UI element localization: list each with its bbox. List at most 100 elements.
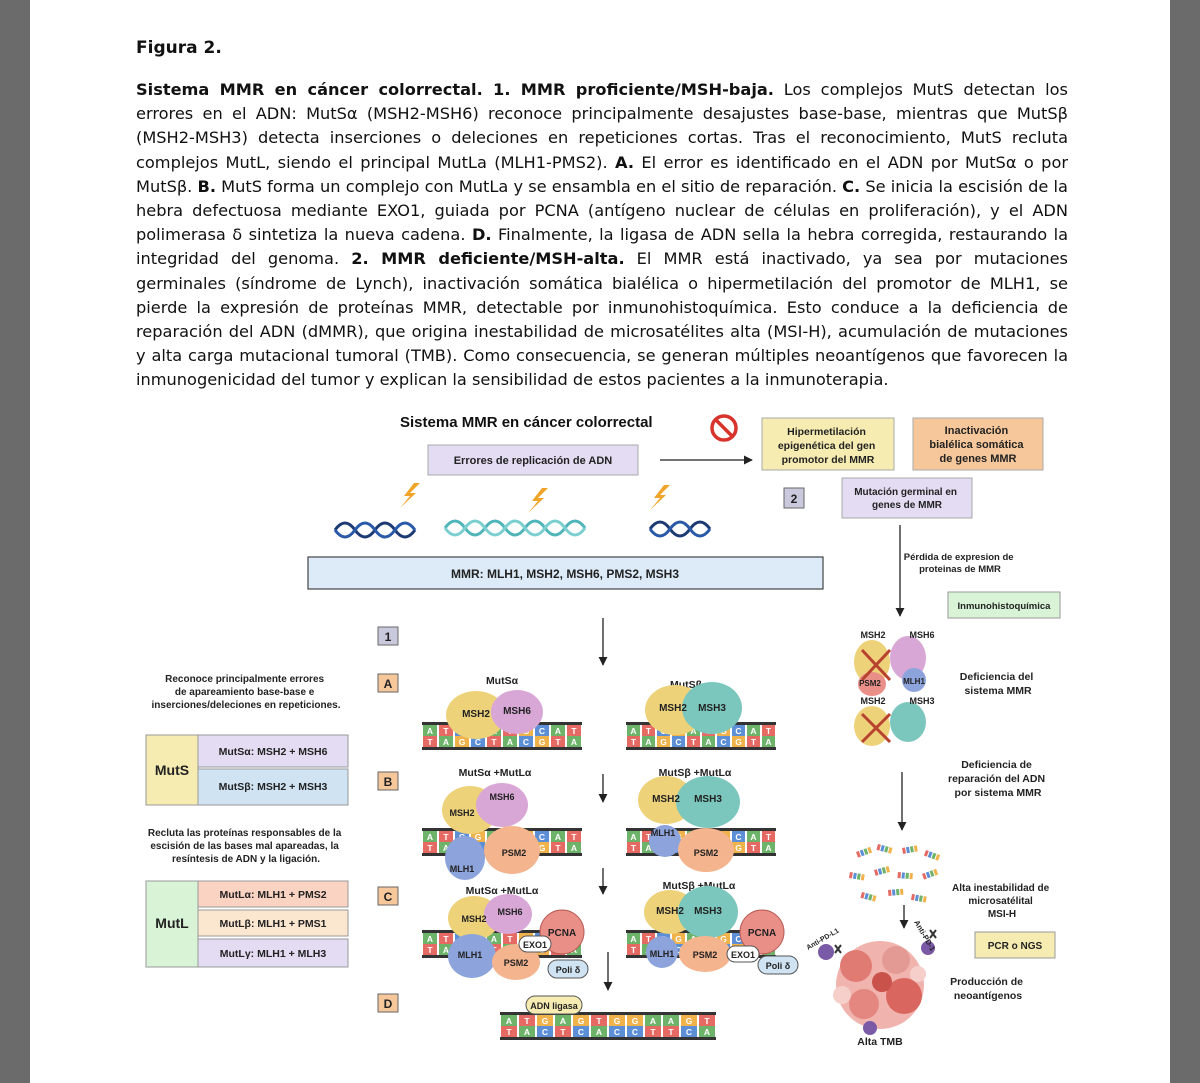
svg-text:MSH6: MSH6 <box>503 706 531 717</box>
svg-text:MSH2: MSH2 <box>462 709 490 720</box>
dna-base <box>551 736 565 747</box>
germline-label: Mutación germinal en genes de MMR <box>854 487 960 511</box>
dna-base <box>535 831 549 842</box>
dna-base <box>747 736 760 747</box>
dna-base <box>627 725 640 736</box>
dna-base <box>567 736 581 747</box>
dna-base-letter: A <box>650 1016 656 1026</box>
dna-base <box>591 1026 607 1037</box>
dna-base-letter: T <box>443 832 449 842</box>
dna-base <box>717 933 730 944</box>
svg-text:MSH3: MSH3 <box>694 794 722 805</box>
dna-helix-icon <box>333 519 712 539</box>
dna-base-letter: A <box>555 832 561 842</box>
mutl-label: MutL <box>155 915 189 931</box>
dna-base-letter: T <box>646 726 652 736</box>
svg-text:D: D <box>384 997 393 1011</box>
dna-base <box>519 1026 535 1037</box>
muts-description: Reconoce principalmente errores de apare… <box>152 674 341 711</box>
svg-text:MSH3: MSH3 <box>909 696 934 706</box>
dna-base <box>567 725 581 736</box>
dna-base-letter: T <box>631 945 637 955</box>
dna-base <box>455 736 469 747</box>
mutsb-item: MutSβ: MSH2 + MSH3 <box>219 781 328 793</box>
svg-text:MSH6: MSH6 <box>497 907 522 917</box>
dna-base-letter: A <box>524 1027 530 1037</box>
repair-complex-c-right: MSH2 MSH3 MLH1 PSM2 <box>644 886 738 972</box>
dna-base <box>551 831 565 842</box>
dna-base-letter: T <box>443 934 449 944</box>
dna-base-letter: G <box>542 1016 549 1026</box>
dna-base-letter: A <box>560 1016 566 1026</box>
dna-base <box>609 1015 625 1026</box>
dna-base <box>503 933 517 944</box>
figure-label: Figura 2. <box>136 38 222 58</box>
caption-run: Se inicia la escisión de la hebra defect… <box>136 176 1068 245</box>
dna-base <box>627 831 640 842</box>
dna-base <box>537 1015 553 1026</box>
dna-base-letter: G <box>539 843 546 853</box>
dna-base <box>535 736 549 747</box>
dna-base-letter: A <box>630 726 636 736</box>
dna-base <box>609 1026 625 1037</box>
dna-base <box>681 1015 697 1026</box>
dna-base <box>573 1026 589 1037</box>
dna-base <box>501 1026 517 1037</box>
svg-text:EXO1: EXO1 <box>731 950 755 960</box>
dna-base <box>747 725 760 736</box>
muts-label-box <box>145 734 199 806</box>
dna-base <box>537 1026 553 1037</box>
svg-text:MSH2: MSH2 <box>860 696 885 706</box>
dna-base <box>423 736 437 747</box>
svg-text:MSH2: MSH2 <box>656 906 684 917</box>
svg-text:MSH3: MSH3 <box>698 703 726 714</box>
dna-base <box>747 831 760 842</box>
dna-base <box>717 736 730 747</box>
mmr-deficiency-label: Deficiencia del sistema MMR <box>960 671 1036 697</box>
pcr-box <box>974 931 1056 959</box>
svg-text:PSM2: PSM2 <box>502 848 527 858</box>
tumor-cells-icon <box>818 929 937 1035</box>
svg-text:EXO1: EXO1 <box>523 940 547 950</box>
mutsb-complex-a: MSH2 MSH3 <box>645 682 742 735</box>
dna-base-letter: A <box>645 843 651 853</box>
dna-base-letter: T <box>691 737 697 747</box>
caption-run: D. <box>471 225 492 245</box>
dna-base-letter: G <box>660 737 667 747</box>
mutsa-mutla-complex-b: MSH6 MSH2 PSM2 MLH1 <box>442 783 540 880</box>
dna-base <box>627 944 640 955</box>
dna-base-letter: A <box>491 934 497 944</box>
dna-base-letter: A <box>427 832 433 842</box>
microsatellite-fragments-icon <box>848 844 941 903</box>
hypermethylation-box <box>761 417 895 471</box>
dna-base-letter: C <box>539 726 545 736</box>
biallelic-box <box>912 417 1044 471</box>
svg-text:MSH2: MSH2 <box>659 703 687 714</box>
dna-base <box>672 736 685 747</box>
mutsa-mutla-title-c: MutSα +MutLα <box>466 885 539 897</box>
dna-base-letter: T <box>427 843 433 853</box>
dna-base <box>503 736 517 747</box>
caption-run: 2. MMR deficiente/MSH-alta. <box>351 249 625 269</box>
dna-base <box>551 842 565 853</box>
dna-base-letter: T <box>596 1016 602 1026</box>
pcna-exo-pol-right: PCNA EXO1 Poli δ <box>726 909 799 975</box>
step-badges: 1 A B C D <box>377 626 399 1013</box>
dna-base <box>762 736 775 747</box>
muts-label: MutS <box>155 762 189 778</box>
dna-base-letter: C <box>614 1027 620 1037</box>
repair-complex-c-left: MSH2 MSH6 MLH1 PSM2 <box>448 894 540 980</box>
dna-base <box>645 1026 661 1037</box>
dna-base <box>423 725 437 736</box>
dna-base-letter: C <box>542 1027 548 1037</box>
dna-base <box>627 933 640 944</box>
dna-base <box>732 736 745 747</box>
dna-base-letter: G <box>720 934 727 944</box>
dna-base-letter: A <box>645 737 651 747</box>
dna-base <box>439 831 453 842</box>
dna-base <box>439 944 453 955</box>
dna-base <box>642 725 655 736</box>
dna-base <box>687 725 700 736</box>
dna-base <box>627 1015 643 1026</box>
